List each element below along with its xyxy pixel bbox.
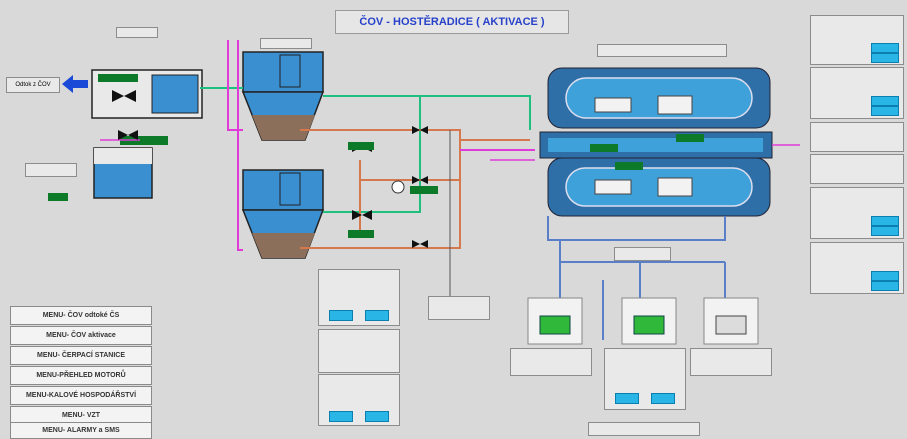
- panel-3-button-b[interactable]: [365, 411, 389, 422]
- menu-cerpaci-stanice[interactable]: MENU- ČERPACÍ STANICE: [10, 346, 152, 365]
- panel-1-button-a[interactable]: [329, 310, 353, 321]
- right-panel-1-button-b[interactable]: [871, 53, 899, 63]
- right-panel-2-button-a[interactable]: [871, 96, 899, 106]
- right-panel-1-button-a[interactable]: [871, 43, 899, 53]
- right-panel-1: [810, 15, 904, 65]
- bottom-center-box: [428, 296, 490, 320]
- blower-2-box: [604, 348, 686, 410]
- right-panel-3: [810, 122, 904, 152]
- right-panel-5: [810, 187, 904, 239]
- blower-2-button-a[interactable]: [615, 393, 639, 404]
- right-panel-2-button-b[interactable]: [871, 106, 899, 116]
- clarifier-tank-2: [241, 169, 325, 259]
- right-panel-6-button-b[interactable]: [871, 281, 899, 291]
- arrow-left-icon: [62, 75, 88, 93]
- header-box-4: [614, 247, 671, 261]
- menu-cov-aktivace[interactable]: MENU- ČOV aktivace: [10, 326, 152, 345]
- menu-cov-odtoke-cs[interactable]: MENU- ČOV odtoké ČS: [10, 306, 152, 325]
- menu-alarmy-sms[interactable]: MENU- ALARMY a SMS: [10, 422, 152, 439]
- right-panel-6: [810, 242, 904, 294]
- right-panel-2: [810, 67, 904, 119]
- aeration-basin-middle: [539, 131, 773, 159]
- control-panel-2: [318, 329, 400, 373]
- blower-3-box: [690, 348, 772, 376]
- page-title: ČOV - HOSTĚRADICE ( AKTIVACE ): [335, 10, 569, 34]
- top-box-1: [116, 27, 158, 38]
- right-panel-4: [810, 154, 904, 184]
- bottom-right-box: [588, 422, 700, 436]
- right-panel-6-button-a[interactable]: [871, 271, 899, 281]
- outflow-label[interactable]: Odtok z ČOV: [6, 77, 60, 93]
- control-panel-1: [318, 269, 400, 326]
- right-panel-5-button-b[interactable]: [871, 226, 899, 236]
- left-box: [25, 163, 77, 177]
- right-panel-5-button-a[interactable]: [871, 216, 899, 226]
- top-box-2: [260, 38, 312, 49]
- menu-kalove-hospodarstvi[interactable]: MENU-KALOVÉ HOSPODÁŘSTVÍ: [10, 386, 152, 405]
- top-box-3: [597, 44, 727, 57]
- control-panel-3: [318, 374, 400, 426]
- panel-1-button-b[interactable]: [365, 310, 389, 321]
- panel-3-button-a[interactable]: [329, 411, 353, 422]
- menu-prehled-motoru[interactable]: MENU-PŘEHLED MOTORŮ: [10, 366, 152, 385]
- clarifier-tank-1: [241, 51, 325, 141]
- blower-1-box: [510, 348, 592, 376]
- blower-2-button-b[interactable]: [651, 393, 675, 404]
